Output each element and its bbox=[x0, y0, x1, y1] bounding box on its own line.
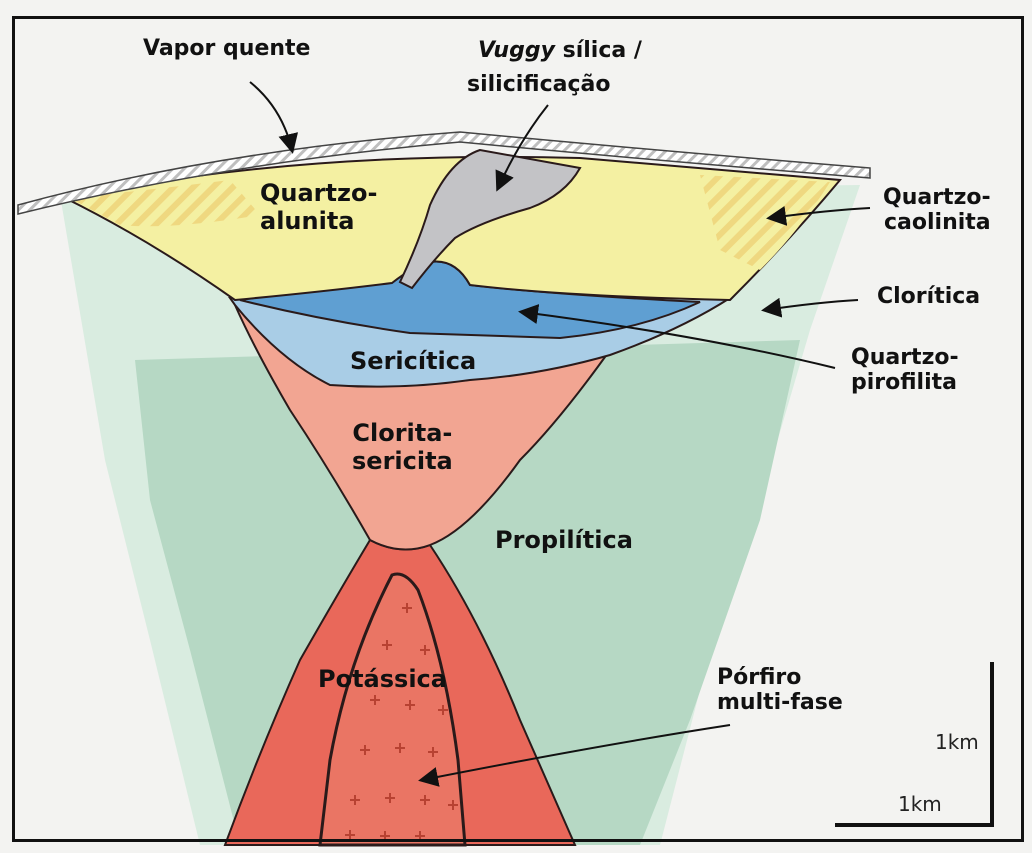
label-quartzo-alunita: Quartzo- alunita bbox=[260, 180, 377, 235]
label-quartzo-caolinita: Quartzo- caolinita bbox=[883, 185, 991, 236]
label-porfiro-line1: Pórfiro bbox=[717, 665, 843, 690]
label-potassica: Potássica bbox=[318, 666, 447, 694]
label-vuggy-italic: Vuggy bbox=[478, 38, 555, 63]
label-quartzo-pirofilita-line1: Quartzo- bbox=[851, 345, 959, 370]
label-quartzo-pirofilita: Quartzo- pirofilita bbox=[851, 345, 959, 396]
label-porfiro-multifase: Pórfiro multi-fase bbox=[717, 665, 843, 716]
label-cloritica: Clorítica bbox=[877, 284, 980, 309]
label-clorita-sericita-line2: sericita bbox=[352, 448, 453, 476]
label-silicificacao: silicificação bbox=[467, 72, 611, 97]
label-quartzo-caolinita-line1: Quartzo- bbox=[883, 185, 991, 210]
label-clorita-sericita-line1: Clorita- bbox=[352, 420, 453, 448]
label-vuggy-rest: sílica / bbox=[555, 38, 642, 63]
scale-vertical-label: 1km bbox=[935, 730, 979, 754]
label-vuggy-silica: Vuggy sílica / bbox=[478, 38, 642, 63]
label-quartzo-pirofilita-line2: pirofilita bbox=[851, 370, 959, 395]
label-propilitica: Propilítica bbox=[495, 527, 633, 555]
label-quartzo-alunita-line1: Quartzo- bbox=[260, 180, 377, 208]
label-quartzo-caolinita-line2: caolinita bbox=[883, 210, 991, 235]
label-quartzo-alunita-line2: alunita bbox=[260, 208, 377, 236]
label-vapor-quente: Vapor quente bbox=[143, 36, 310, 61]
scale-horizontal-label: 1km bbox=[898, 792, 942, 816]
label-clorita-sericita: Clorita- sericita bbox=[352, 420, 453, 475]
label-sericitica: Sericítica bbox=[350, 348, 476, 376]
label-porfiro-line2: multi-fase bbox=[717, 690, 843, 715]
